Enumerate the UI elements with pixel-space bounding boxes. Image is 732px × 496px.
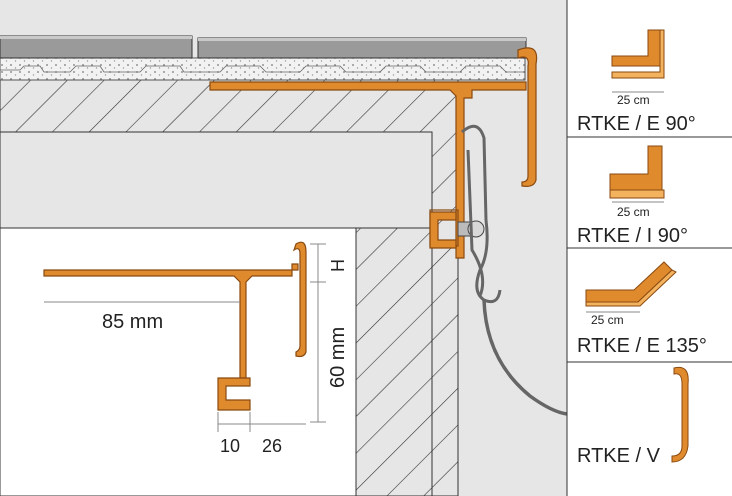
variant-1-dim: 25 cm [617, 93, 650, 107]
dim-left-label: 10 [220, 436, 240, 456]
main-edge-profile [209, 47, 538, 259]
variants-panel [566, 0, 732, 496]
variant-1-label: RTKE / E 90° [577, 113, 696, 135]
variant-3-label: RTKE / E 135° [577, 335, 707, 357]
connector-icon [671, 366, 689, 463]
detail-profile [43, 241, 307, 411]
detail-dimensions [44, 243, 326, 432]
mortar-bed [0, 57, 526, 81]
dim-right-label: 26 [262, 436, 282, 456]
h-label: H [328, 259, 348, 272]
width-label: 85 mm [102, 311, 163, 333]
outer-corner-135-icon [585, 261, 677, 307]
gutter-bracket [461, 124, 568, 416]
variant-3-dim: 25 cm [591, 313, 624, 327]
variant-4-label: RTKE / V [577, 445, 661, 467]
tiles [0, 35, 527, 59]
inner-corner-90-icon [609, 145, 665, 199]
outer-corner-90-icon [611, 29, 665, 79]
variant-2-label: RTKE / I 90° [577, 225, 688, 247]
variant-2-dim: 25 cm [617, 205, 650, 219]
slab-edge-column [355, 227, 433, 496]
height-label: 60 mm [327, 327, 349, 388]
